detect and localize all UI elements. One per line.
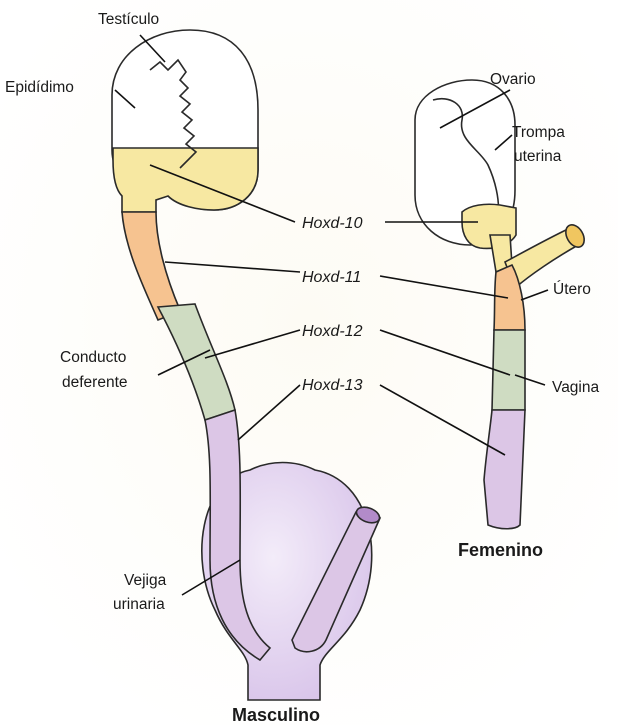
- label-vagina: Vagina: [552, 379, 599, 396]
- label-bladder-2: urinaria: [113, 596, 165, 613]
- vagina-lower-hoxd13: [484, 410, 525, 529]
- label-epididymis: Epidídimo: [5, 79, 74, 96]
- label-uterine-tube-1: Trompa: [512, 124, 565, 141]
- label-uterus: Útero: [553, 281, 591, 298]
- label-uterine-tube-2: uterina: [514, 148, 562, 165]
- label-hoxd13: Hoxd-13: [302, 377, 363, 394]
- label-testis: Testículo: [98, 11, 159, 28]
- label-ovary: Ovario: [490, 71, 536, 88]
- title-female: Femenino: [458, 540, 543, 560]
- label-hoxd11: Hoxd-11: [302, 269, 361, 286]
- label-hoxd10: Hoxd-10: [302, 215, 363, 232]
- label-hoxd12: Hoxd-12: [302, 323, 363, 340]
- label-vas-deferens-1: Conducto: [60, 349, 126, 366]
- label-bladder-1: Vejiga: [124, 572, 167, 589]
- title-male: Masculino: [232, 705, 320, 725]
- epididymis-hoxd10-zone: [113, 148, 258, 212]
- label-vas-deferens-2: deferente: [62, 374, 128, 391]
